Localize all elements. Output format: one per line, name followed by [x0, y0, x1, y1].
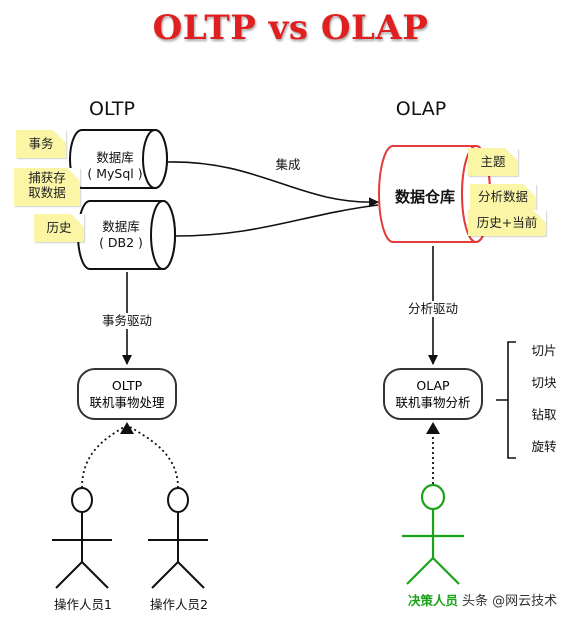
- mysql-db-line1: 数据库: [96, 150, 134, 165]
- operations-bracket: [496, 341, 516, 459]
- actor1-link: [81, 426, 125, 489]
- actor2-link: [129, 426, 179, 489]
- olap-process-line1: OLAP: [416, 378, 450, 393]
- integration-curve-db2: [174, 204, 379, 237]
- diagram-title: OLTP vs OLAP: [152, 8, 429, 48]
- note-transaction: 事务: [16, 130, 66, 158]
- mysql-db-cylinder: [69, 129, 168, 189]
- db2-db-line1: 数据库: [102, 219, 140, 234]
- oltp-process-line1: OLTP: [111, 378, 143, 393]
- operation-drill: 钻取: [531, 407, 557, 422]
- decision-maker-figure: [402, 483, 464, 585]
- operator-1-label: 操作人员1: [54, 597, 112, 612]
- note-history-text: 历史: [46, 220, 72, 235]
- olap-process-box: OLAP 联机事物分析: [383, 368, 483, 420]
- db2-db-label: 数据库 ( DB2 ): [86, 219, 156, 251]
- mysql-db-label: 数据库 ( MySql ): [80, 150, 150, 182]
- note-capture-data: 捕获存 取数据: [14, 168, 80, 206]
- oltp-drive-label: 事务驱动: [96, 313, 158, 329]
- note-transaction-text: 事务: [28, 136, 54, 151]
- operation-slice: 切片: [531, 343, 557, 358]
- db2-db-line2: ( DB2 ): [99, 235, 143, 250]
- mysql-db-line2: ( MySql ): [87, 166, 143, 181]
- operator-2-figure: [148, 487, 208, 589]
- operator-2-label: 操作人员2: [150, 597, 208, 612]
- note-capture-line1: 捕获存: [28, 170, 66, 185]
- olap-process-line2: 联机事物分析: [395, 395, 471, 410]
- oltp-process-box: OLTP 联机事物处理: [77, 368, 177, 420]
- note-capture-line2: 取数据: [28, 185, 66, 200]
- note-history-current: 历史+当前: [468, 210, 546, 236]
- oltp-process-line2: 联机事物处理: [89, 395, 165, 410]
- watermark: 头条 @网云技术: [462, 594, 558, 609]
- operation-pivot: 旋转: [531, 439, 557, 454]
- integration-curve-mysql: [166, 161, 379, 208]
- integration-label: 集成: [275, 157, 301, 172]
- decision-maker-label: 决策人员: [407, 593, 458, 608]
- note-subject-text: 主题: [480, 154, 506, 169]
- warehouse-label: 数据仓库: [394, 188, 455, 206]
- olap-header: OLAP: [395, 98, 447, 120]
- note-history: 历史: [34, 214, 84, 242]
- operator-1-figure: [52, 487, 112, 589]
- olap-process-arrowhead: [426, 422, 440, 434]
- note-analysis-text: 分析数据: [477, 189, 528, 204]
- note-subject: 主题: [468, 148, 518, 176]
- db2-db-cylinder: [77, 200, 176, 270]
- olap-drive-label: 分析驱动: [402, 301, 464, 317]
- note-history-current-text: 历史+当前: [476, 215, 538, 230]
- oltp-process-arrowhead: [120, 422, 134, 434]
- note-analysis-data: 分析数据: [470, 184, 536, 210]
- operation-dice: 切块: [531, 375, 557, 390]
- oltp-header: OLTP: [89, 98, 135, 120]
